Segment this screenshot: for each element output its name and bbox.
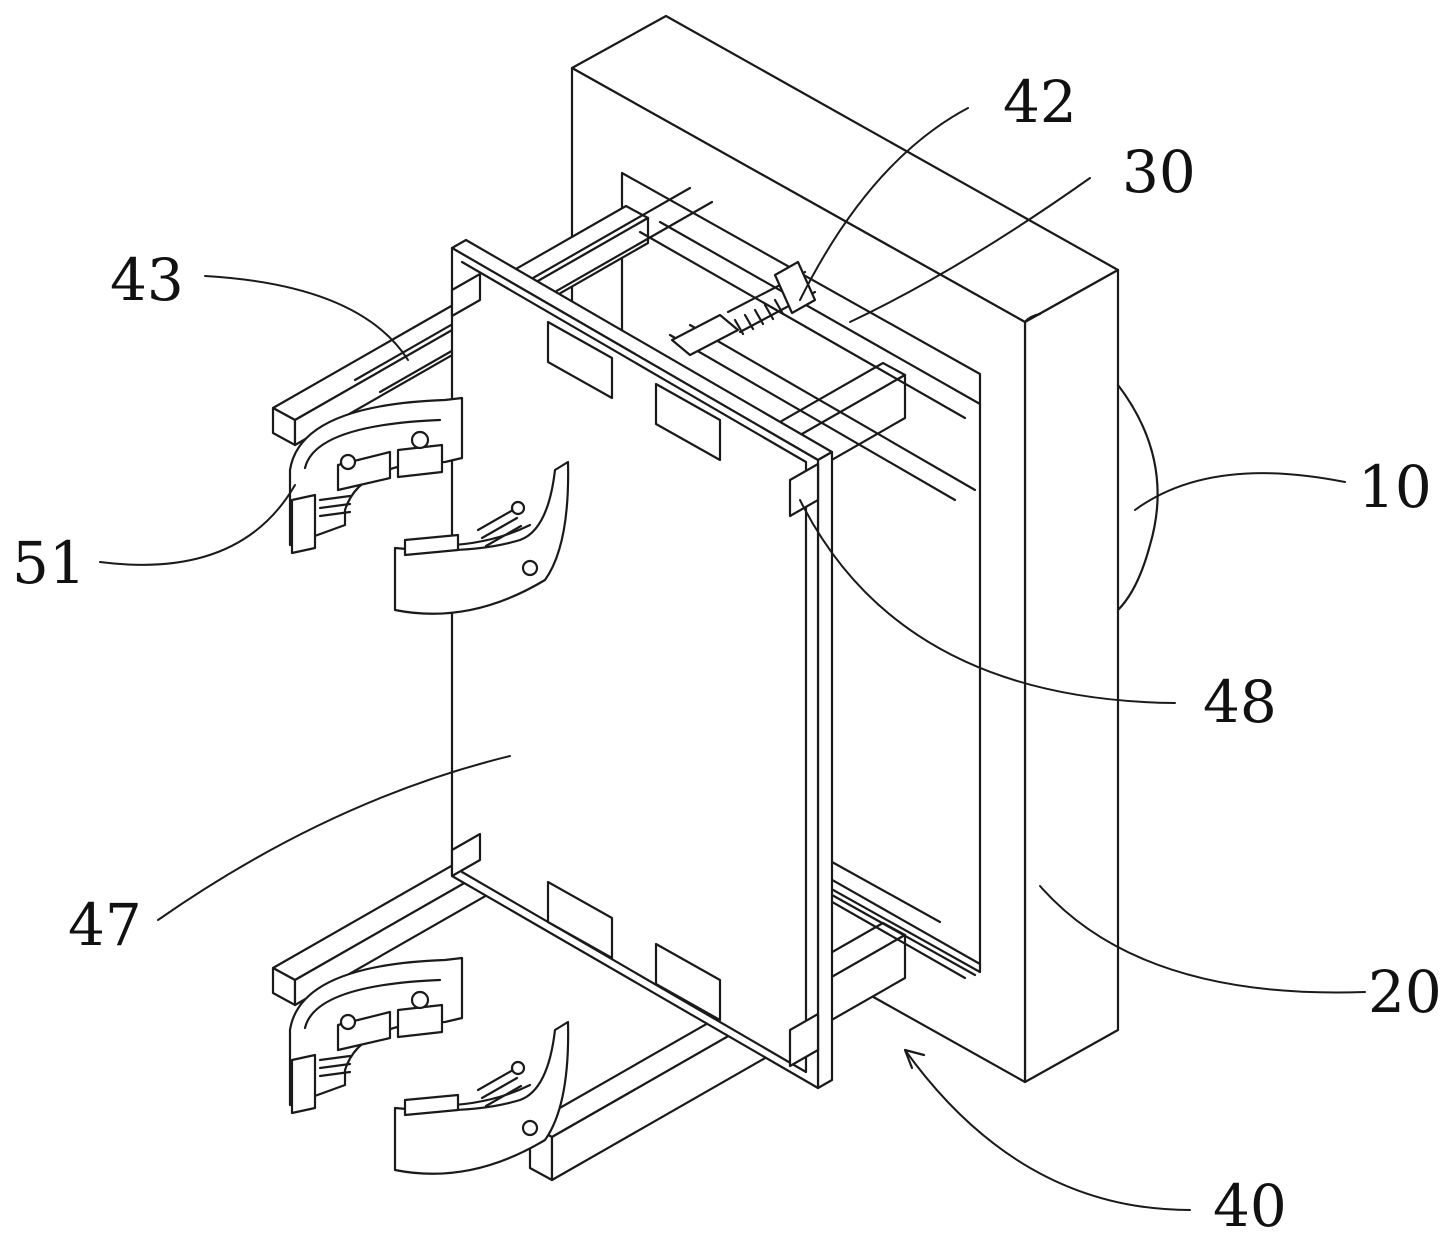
leader-40 [904,1049,1191,1211]
label-20: 20 [1368,958,1442,1026]
label-40: 40 [1213,1172,1287,1240]
upper-left-jaw [288,396,464,555]
leader-lines [99,107,1366,1211]
leader-47 [157,755,511,921]
leader-42 [799,107,969,301]
leader-10 [1134,472,1346,511]
label-47: 47 [68,891,142,959]
label-10: 10 [1358,453,1432,521]
screw-spring [670,260,817,357]
leader-51 [99,484,296,566]
leader-20 [1039,885,1366,994]
clamp-plate [450,238,834,1090]
label-30: 30 [1122,138,1196,206]
label-43: 43 [110,246,184,314]
lower-right-jaw [393,1020,570,1175]
label-48: 48 [1203,668,1277,736]
label-51: 51 [12,529,86,597]
leader-48 [799,499,1176,704]
upper-right-jaw [393,460,570,615]
leader-30 [849,177,1091,323]
arrowhead-40 [903,1048,926,1070]
label-42: 42 [1003,68,1077,136]
leader-43 [204,275,409,361]
reference-numerals: 42 30 43 10 51 48 47 20 40 [12,68,1442,1240]
rear-mount-boss [1116,383,1159,612]
lower-left-jaw [288,956,464,1115]
